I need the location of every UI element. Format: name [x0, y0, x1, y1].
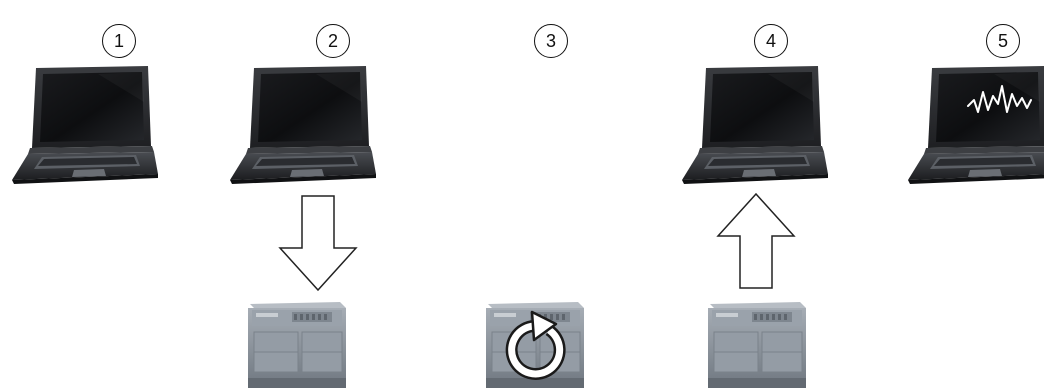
laptop-icon-5 — [908, 66, 1044, 184]
step-badge-1: 1 — [102, 24, 136, 58]
laptop-icon-4 — [682, 66, 828, 184]
cycle-refresh-icon — [512, 312, 560, 374]
arrow-down-icon — [280, 196, 356, 290]
step-badge-3: 3 — [534, 24, 568, 58]
plc-controller-icon-4 — [708, 302, 806, 388]
waveform-icon — [968, 86, 1031, 112]
plc-controller-icon-2 — [248, 302, 346, 388]
step-badge-2: 2 — [316, 24, 350, 58]
step-badge-5: 5 — [986, 24, 1020, 58]
laptop-icon-2 — [230, 66, 376, 184]
laptop-icon-1 — [12, 66, 158, 184]
arrow-up-icon — [718, 194, 794, 288]
plc-controller-icon-3 — [486, 302, 584, 388]
step-badge-4: 4 — [754, 24, 788, 58]
